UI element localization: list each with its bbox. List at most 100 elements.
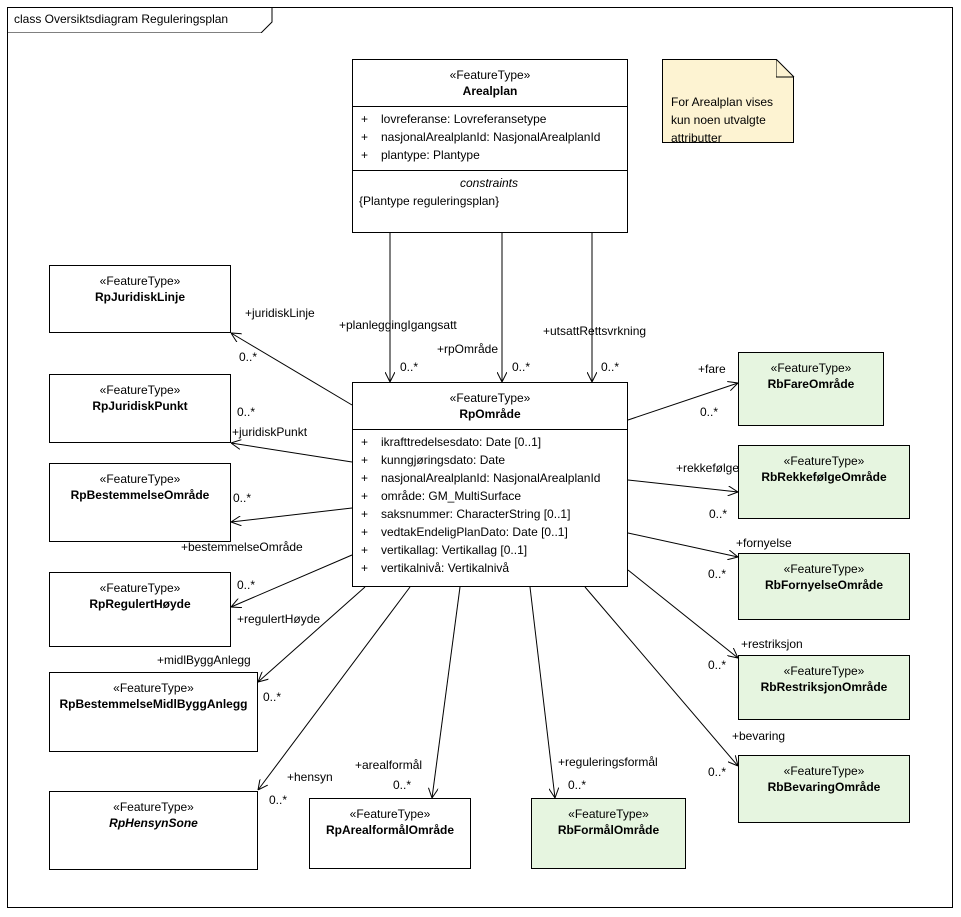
assoc-juridiskPunkt xyxy=(231,443,353,463)
multiplicity-hensyn: 0..* xyxy=(269,793,288,807)
attribute: +vedtakEndeligPlanDato: Date [0..1] xyxy=(361,525,568,539)
class-name: RbRekkefølgeOmråde xyxy=(761,470,887,484)
multiplicity-juridiskLinje: 0..* xyxy=(239,350,258,364)
attribute: +område: GM_MultiSurface xyxy=(361,489,522,503)
stereotype: «FeatureType» xyxy=(783,562,865,576)
attributes-section: +lovreferanse: Lovreferansetype +nasjona… xyxy=(353,106,627,170)
stereotype: «FeatureType» xyxy=(568,807,649,821)
class-name: RpHensynSone xyxy=(109,816,198,830)
class-name: RbFornyelseOmråde xyxy=(764,578,884,592)
class-rparealformalomrade[interactable]: «FeatureType» RpArealformålOmråde xyxy=(309,798,471,869)
class-name: RbFareOmråde xyxy=(767,377,855,391)
role-reguleringsformal: +reguleringsformål xyxy=(558,755,658,769)
assoc-arealformal xyxy=(432,586,461,798)
constraints-header: constraints xyxy=(459,176,519,190)
diagram-title: class Oversiktsdiagram Reguleringsplan xyxy=(14,12,229,26)
role-rekkefolge: +rekkefølge xyxy=(676,461,740,475)
stereotype: «FeatureType» xyxy=(113,800,194,814)
class-rbformalomrade[interactable]: «FeatureType» RbFormålOmråde xyxy=(531,798,686,869)
stereotype: «FeatureType» xyxy=(449,68,531,82)
stereotype: «FeatureType» xyxy=(783,454,865,468)
stereotype: «FeatureType» xyxy=(783,764,865,778)
stereotype: «FeatureType» xyxy=(99,581,181,595)
multiplicity-restriksjon: 0..* xyxy=(708,658,727,672)
class-name: RbBevaringOmråde xyxy=(767,780,881,794)
role-hensyn: +hensyn xyxy=(287,770,333,784)
assoc-fornyelse xyxy=(627,532,738,557)
role-midlByggAnlegg: +midlByggAnlegg xyxy=(157,653,251,667)
multiplicity-rpOmrade: 0..* xyxy=(512,360,531,374)
multiplicity-midlByggAnlegg: 0..* xyxy=(263,690,282,704)
class-arealplan[interactable]: «FeatureType» Arealplan +lovreferanse: L… xyxy=(352,59,628,233)
class-rpbestemmelsemidlbygganlegg[interactable]: «FeatureType» RpBestemmelseMidlByggAnleg… xyxy=(49,672,258,752)
multiplicity-planleggingIgangsatt: 0..* xyxy=(400,360,419,374)
constraints-section: constraints {Plantype reguleringsplan} xyxy=(353,170,627,216)
role-fare: +fare xyxy=(698,362,726,376)
role-bevaring: +bevaring xyxy=(732,729,786,743)
class-name: RbRestriksjonOmråde xyxy=(760,680,888,694)
multiplicity-fare: 0..* xyxy=(700,405,719,419)
class-name: RpRegulertHøyde xyxy=(89,597,191,611)
multiplicity-fornyelse: 0..* xyxy=(708,567,727,581)
stereotype: «FeatureType» xyxy=(99,383,181,397)
note-corner-fold xyxy=(776,59,795,78)
stereotype: «FeatureType» xyxy=(349,807,431,821)
stereotype: «FeatureType» xyxy=(770,361,852,375)
class-name: RpBestemmelseOmråde xyxy=(70,488,210,502)
class-rpjuridiskpunkt[interactable]: «FeatureType» RpJuridiskPunkt xyxy=(49,374,231,443)
attribute: +nasjonalArealplanId: NasjonalArealplanI… xyxy=(361,471,601,485)
stereotype: «FeatureType» xyxy=(99,274,181,288)
assoc-reguleringsformal xyxy=(529,586,555,798)
multiplicity-bestemmelseOmrade: 0..* xyxy=(233,491,252,505)
assoc-fare xyxy=(627,383,738,421)
note-text: For Arealplan vises kun noen utvalgte at… xyxy=(671,95,774,145)
class-rpjuridisklinje[interactable]: «FeatureType» RpJuridiskLinje xyxy=(49,265,231,333)
role-juridiskPunkt: +juridiskPunkt xyxy=(232,425,308,439)
class-name: RpJuridiskPunkt xyxy=(92,399,188,413)
assoc-juridiskLinje xyxy=(231,333,353,406)
class-rpregulerthoyde[interactable]: «FeatureType» RpRegulertHøyde xyxy=(49,572,231,647)
attribute: +kunngjøringsdato: Date xyxy=(361,453,506,467)
role-utsattRettsvirkning: +utsattRettsvrkning xyxy=(543,324,647,338)
diagram-frame-tab xyxy=(7,7,273,33)
class-rbrestriksjonomrade[interactable]: «FeatureType» RbRestriksjonOmråde xyxy=(738,655,910,720)
multiplicity-juridiskPunkt: 0..* xyxy=(237,405,256,419)
stereotype: «FeatureType» xyxy=(449,391,531,405)
constraint: {Plantype reguleringsplan} xyxy=(359,194,500,208)
role-bestemmelseOmrade: +bestemmelseOmråde xyxy=(181,540,303,554)
assoc-hensyn xyxy=(258,586,411,790)
class-name: Arealplan xyxy=(462,84,518,98)
class-name: RpJuridiskLinje xyxy=(94,290,186,304)
role-arealformal: +arealformål xyxy=(355,758,423,772)
diagram-frame xyxy=(7,7,953,908)
multiplicity-utsattRettsvirkning: 0..* xyxy=(601,360,620,374)
assoc-bevaring xyxy=(584,586,738,766)
role-fornyelse: +fornyelse xyxy=(736,536,792,550)
class-rpomrade[interactable]: «FeatureType» RpOmråde +ikrafttredelsesd… xyxy=(352,382,628,587)
class-rbbevaringomrade[interactable]: «FeatureType» RbBevaringOmråde xyxy=(738,755,910,823)
class-rbfareomrade[interactable]: «FeatureType» RbFareOmråde xyxy=(738,352,884,426)
attribute: +plantype: Plantype xyxy=(361,148,480,162)
attribute: +lovreferanse: Lovreferansetype xyxy=(361,112,547,126)
class-rpbestemmelseomrade[interactable]: «FeatureType» RpBestemmelseOmråde xyxy=(49,463,231,542)
role-planleggingIgangsatt: +planleggingIgangsatt xyxy=(339,318,457,332)
multiplicity-arealformal: 0..* xyxy=(393,778,412,792)
attributes-section: +ikrafttredelsesdato: Date [0..1] +kunng… xyxy=(353,429,627,583)
assoc-regulertHoyde xyxy=(231,554,353,607)
role-juridiskLinje: +juridiskLinje xyxy=(245,306,315,320)
attribute: +vertikallag: Vertikallag [0..1] xyxy=(361,543,528,557)
assoc-midlByggAnlegg xyxy=(258,586,366,682)
assoc-restriksjon xyxy=(627,569,738,658)
class-name: RpBestemmelseMidlByggAnlegg xyxy=(59,697,248,711)
role-rpOmrade: +rpOmråde xyxy=(437,342,499,356)
attribute: +nasjonalArealplanId: NasjonalArealplanI… xyxy=(361,130,601,144)
class-rbrekkefolgeomrade[interactable]: «FeatureType» RbRekkefølgeOmråde xyxy=(738,445,910,519)
class-rbfornyelseomrade[interactable]: «FeatureType» RbFornyelseOmråde xyxy=(738,553,910,620)
note: For Arealplan vises kun noen utvalgte at… xyxy=(662,59,794,145)
class-rphensynsone[interactable]: «FeatureType» RpHensynSone xyxy=(49,791,258,870)
class-name: RbFormålOmråde xyxy=(557,823,660,837)
multiplicity-bevaring: 0..* xyxy=(708,765,727,779)
multiplicity-regulertHoyde: 0..* xyxy=(237,578,256,592)
class-name: RpArealformålOmråde xyxy=(325,823,455,837)
